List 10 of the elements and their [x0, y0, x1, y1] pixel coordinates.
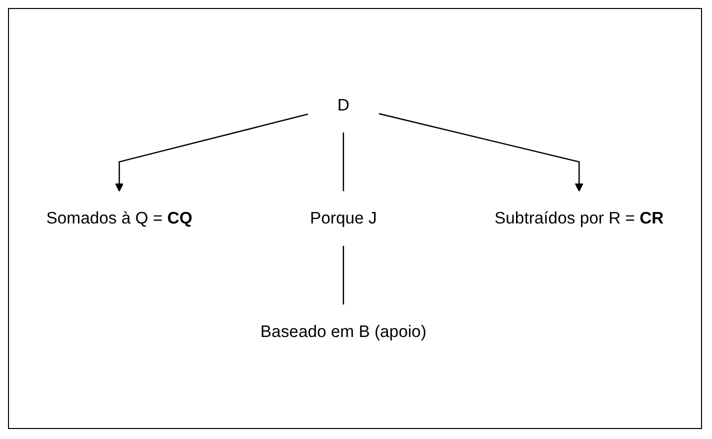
arrow	[114, 114, 308, 192]
connector	[342, 132, 344, 192]
node-text: Subtraídos por R = CR	[494, 208, 664, 228]
page-frame: D Somados à Q = CQ Porque J Subtraídos por R = CR Baseado em B (apoio)	[8, 8, 702, 429]
node-text: D	[337, 96, 350, 114]
connector	[342, 246, 344, 305]
arrow	[378, 113, 584, 192]
node-text: Baseado em B (apoio)	[260, 322, 426, 341]
node-text: Porque J	[310, 208, 377, 228]
node-text: Somados à Q = CQ	[46, 208, 192, 228]
